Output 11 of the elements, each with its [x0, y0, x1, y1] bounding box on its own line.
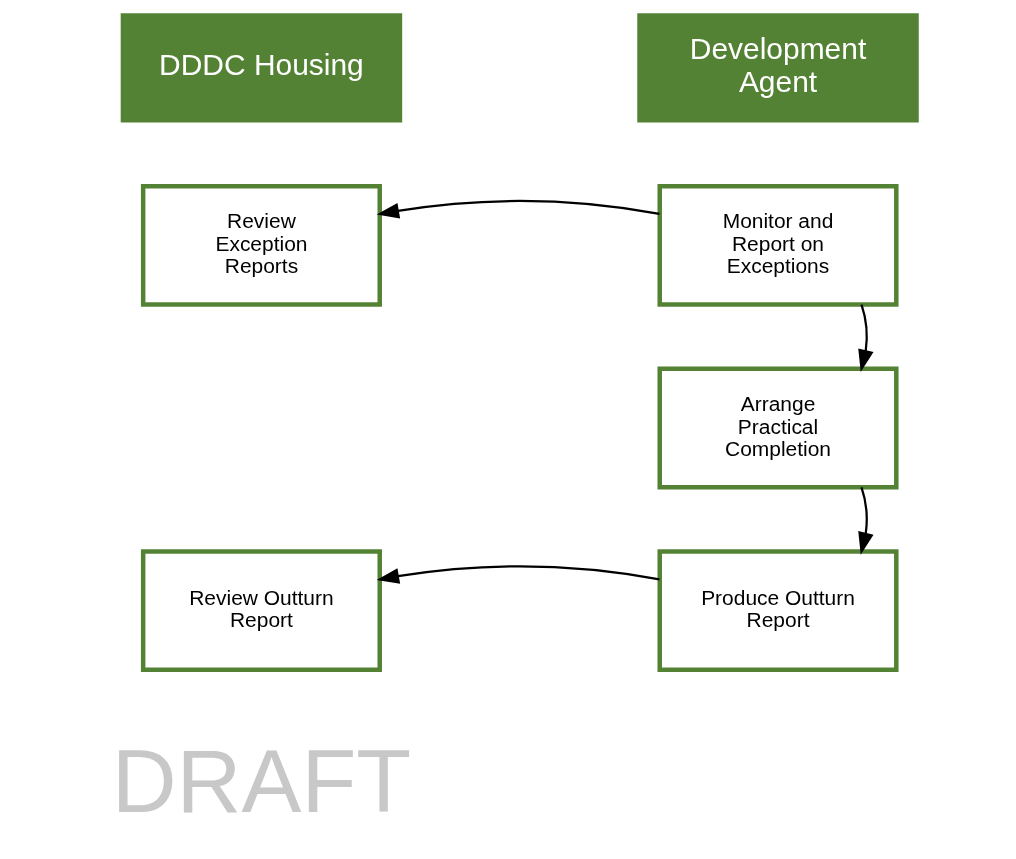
node-box: Produce Outturn Report: [657, 549, 899, 673]
node-box: Monitor and Report on Exceptions: [657, 183, 899, 307]
arrow: [857, 304, 874, 373]
node-box: Arrange Practical Completion: [657, 366, 899, 490]
arrow: [376, 565, 660, 584]
arrow: [376, 199, 660, 219]
node-box: DDDC Housing: [120, 13, 402, 123]
node-box: Review Exception Reports: [140, 183, 382, 307]
node-box: Review Outturn Report: [140, 549, 382, 673]
node-box: Development Agent: [636, 13, 919, 123]
arrow: [857, 487, 874, 555]
